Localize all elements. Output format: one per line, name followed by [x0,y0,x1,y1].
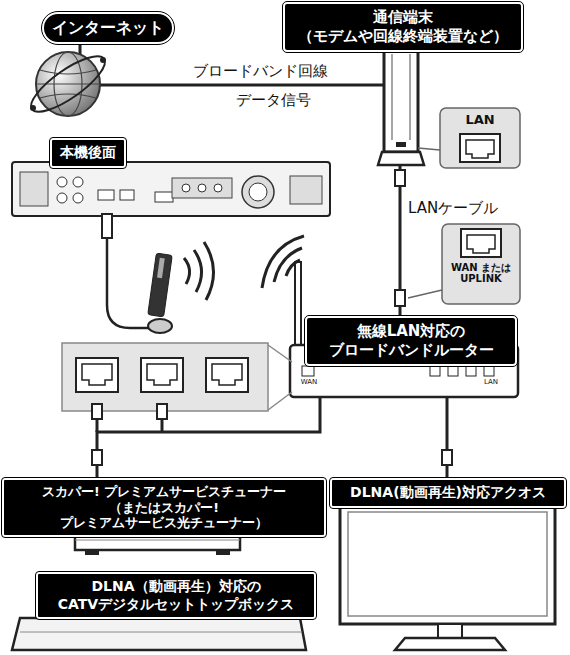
lan-port-callout [408,108,520,304]
wireless-lan-adapter [102,214,214,333]
device-label: 無線LAN対応の ブロードバンドルーター [305,316,517,366]
modem-device [378,44,424,306]
node-text: 通信端末 （モデムや回線終端装置など） [293,8,513,46]
router-device [262,236,518,397]
cloud-label: インターネット [42,12,174,44]
signal-label: データ信号 [218,92,328,109]
panel-tab: 本機後面 [50,138,126,168]
node-text: スカパー! プレミアムサービスチューナー （またはスカパー! プレミアムサービス… [12,484,316,531]
port-label: WAN または UPLINK [443,262,519,284]
device-label: DLNA（動画再生）対応の CATVデジタルセットトップボックス [36,572,316,619]
port-label: LAN [450,113,510,127]
recorder-rear [12,162,330,216]
node-text: 本機後面 [60,144,116,162]
node-text: インターネット [52,18,164,38]
globe-icon [24,47,112,120]
node-text: DLNA(動画再生)対応アクオス [340,484,556,502]
device-label: スカパー! プレミアムサービスチューナー （またはスカパー! プレミアムサービス… [2,478,326,537]
cable-label: LANケーブル [408,200,518,217]
port-label: LAN [478,379,504,387]
device-label: DLNA(動画再生)対応アクオス [330,478,566,508]
device-label: 通信端末 （モデムや回線終端装置など） [283,2,523,52]
tv-device [340,506,555,650]
node-text: 無線LAN対応の ブロードバンドルーター [315,322,507,360]
port-label: WAN [296,379,322,387]
edge-label: ブロードバンド回線 [191,63,330,80]
node-text: DLNA（動画再生）対応の CATVデジタルセットトップボックス [46,578,306,613]
set-top-box-device [12,618,306,650]
